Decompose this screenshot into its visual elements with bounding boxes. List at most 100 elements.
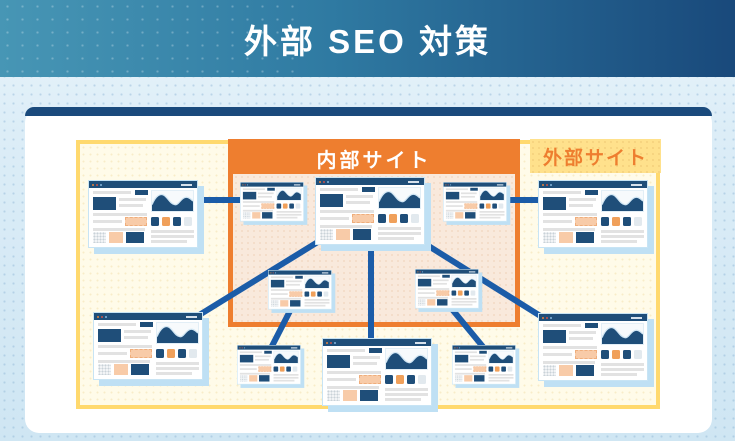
window-menu-dash (290, 347, 298, 349)
texture-block-placeholder (417, 299, 426, 306)
content-card-icons (601, 217, 609, 226)
window-menu-dash (186, 315, 197, 318)
area-chart-icon (451, 274, 477, 288)
image-block-placeholder (320, 194, 343, 207)
window-menu-dash (181, 183, 192, 186)
button-placeholder (362, 187, 375, 192)
texture-block-placeholder (543, 365, 556, 376)
window-control-dots-icon (546, 183, 548, 186)
content-card-icons (282, 203, 288, 209)
window-menu-dash (496, 184, 504, 186)
peach-block-placeholder (249, 375, 258, 382)
text-line-placeholder (601, 230, 644, 233)
content-card-icons (601, 350, 609, 359)
peach-block-placeholder (559, 232, 573, 243)
external-sites-label: 外部サイト (542, 147, 648, 169)
ad-block-placeholder (575, 350, 597, 359)
window-control-dots-icon (246, 184, 249, 186)
window-body (415, 269, 479, 309)
window-control-dots-icon (421, 271, 424, 273)
text-line-placeholder (378, 237, 414, 240)
content-card-icons (464, 290, 469, 296)
area-chart-icon (151, 190, 194, 212)
button-placeholder (585, 190, 598, 195)
text-line-placeholder (273, 374, 299, 376)
header-banner: 外部 SEO 対策 (0, 0, 735, 77)
area-chart-icon (479, 187, 505, 201)
window-control-dots-icon (100, 183, 102, 186)
window-control-dots-icon (454, 347, 456, 349)
content-card-icons (507, 366, 513, 372)
image-block-placeholder (239, 354, 254, 363)
text-line-placeholder (543, 191, 581, 194)
browser-window-external-bottom-left (237, 345, 305, 388)
window-control-dots-icon (239, 347, 241, 349)
text-line-placeholder (320, 188, 358, 191)
window-body (443, 182, 507, 222)
text-line-placeholder (479, 216, 501, 219)
text-line-placeholder (304, 304, 326, 307)
text-line-placeholder (304, 299, 330, 301)
text-line-placeholder (479, 211, 505, 213)
area-chart-icon (304, 275, 330, 289)
content-card-icons (494, 366, 500, 372)
peach-block-placeholder (336, 229, 350, 240)
ad-block-placeholder (464, 203, 478, 209)
browser-window-internal-mid-left (268, 270, 336, 313)
browser-window-external-left-bottom (93, 312, 209, 386)
texture-block-placeholder (98, 364, 111, 375)
content-card-icons (623, 350, 631, 359)
text-line-placeholder (156, 367, 199, 370)
text-line-placeholder (285, 283, 300, 286)
internal-sites-label: 内部サイト (316, 149, 432, 172)
text-line-placeholder (451, 300, 477, 303)
window-control-dots-icon (101, 315, 103, 318)
content-card-icons (178, 349, 186, 358)
button-placeholder (264, 350, 272, 354)
window-body (538, 313, 648, 381)
image-block-placeholder (98, 329, 121, 342)
content-card-icons (289, 203, 294, 209)
text-line-placeholder (601, 235, 644, 238)
area-chart-icon (385, 348, 428, 370)
text-line-placeholder (454, 372, 486, 375)
content-card-icons (151, 217, 159, 226)
text-line-placeholder (385, 388, 428, 391)
content-card-icons (273, 366, 279, 372)
text-line-placeholder (417, 275, 440, 278)
content-card-icons (498, 203, 504, 209)
content-card-icons (418, 375, 426, 384)
text-line-placeholder (469, 358, 484, 361)
text-line-placeholder (460, 195, 475, 198)
text-line-placeholder (276, 213, 302, 216)
navy-block-placeholder (290, 300, 301, 307)
content-card-icons (457, 290, 463, 296)
content-card-icons (286, 366, 291, 372)
content-card-icons (479, 203, 485, 209)
peach-block-placeholder (252, 212, 261, 219)
peach-block-placeholder (343, 390, 357, 401)
ad-block-placeholder (436, 290, 450, 296)
text-line-placeholder (601, 240, 637, 243)
window-menu-dash (408, 180, 419, 183)
window-body (538, 180, 648, 248)
browser-window-internal-mid-right (415, 269, 483, 312)
window-body (452, 345, 516, 385)
text-line-placeholder (242, 188, 265, 191)
text-line-placeholder (346, 201, 370, 204)
window-control-dots-icon (242, 184, 244, 186)
text-line-placeholder (488, 374, 514, 376)
image-block-placeholder (327, 355, 350, 368)
text-line-placeholder (98, 345, 152, 348)
content-card-icons (612, 350, 620, 359)
text-line-placeholder (239, 368, 257, 370)
content-card-icons (295, 203, 301, 209)
window-control-dots-icon (319, 180, 321, 183)
text-line-placeholder (93, 213, 147, 216)
content-card-icons (492, 203, 497, 209)
texture-block-placeholder (93, 232, 106, 243)
text-line-placeholder (543, 346, 597, 349)
window-titlebar (268, 270, 332, 275)
